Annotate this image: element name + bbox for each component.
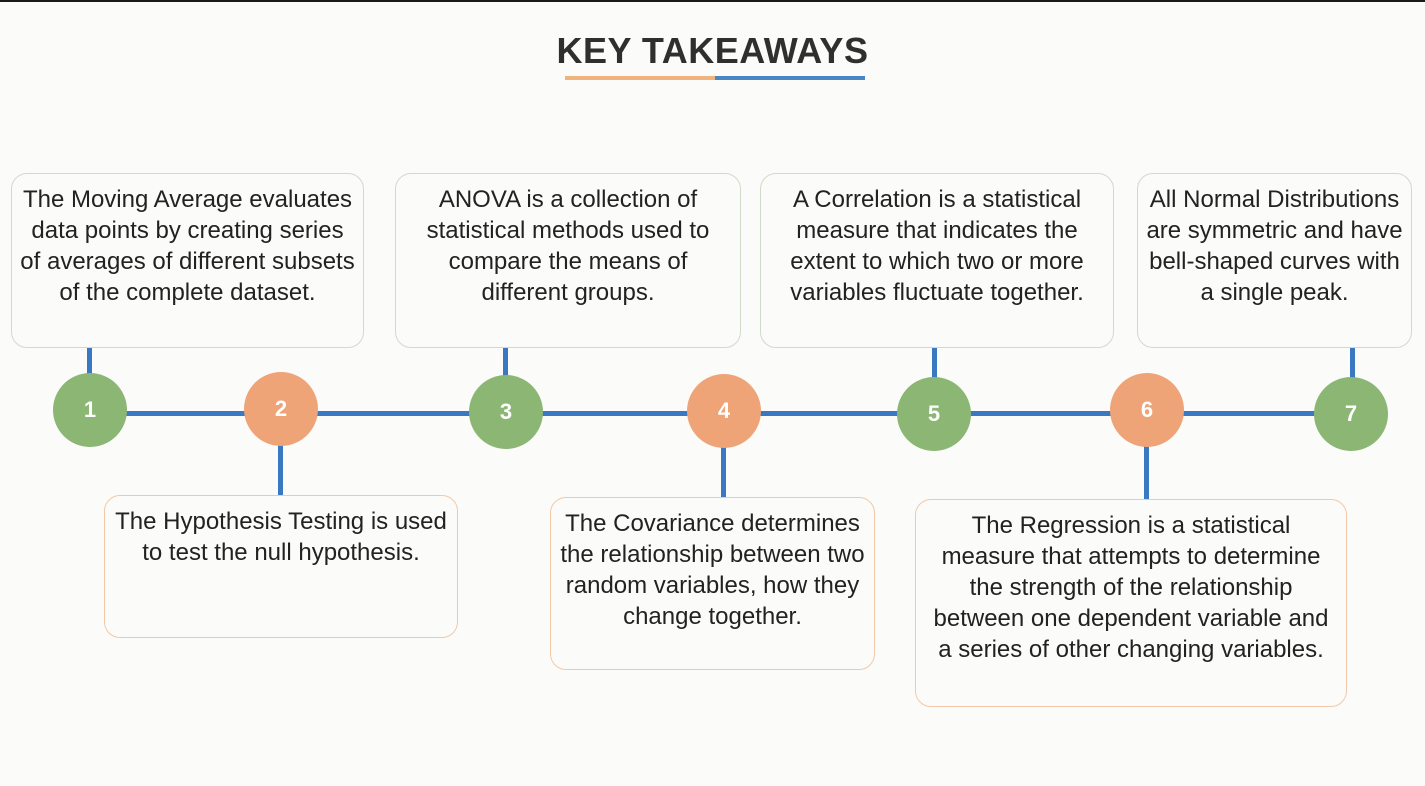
connector-6 [1144, 440, 1149, 499]
step-3-text: ANOVA is a collection of statistical met… [426, 186, 710, 306]
step-5-box: A Correlation is a statistical measure t… [760, 173, 1114, 348]
step-7-text: All Normal Distributions are symmetric a… [1146, 186, 1403, 306]
step-6-number: 6 [1140, 397, 1154, 422]
connector-1 [87, 347, 92, 387]
step-5-number: 5 [927, 401, 941, 426]
step-6-box: The Regression is a statistical measure … [915, 499, 1347, 707]
step-7-number: 7 [1344, 401, 1358, 426]
step-6-circle: 6 [1110, 373, 1184, 447]
step-7-box: All Normal Distributions are symmetric a… [1137, 173, 1412, 348]
connector-5 [932, 347, 937, 387]
step-7-circle: 7 [1314, 377, 1388, 451]
step-5-text: A Correlation is a statistical measure t… [790, 186, 1084, 306]
step-5-circle: 5 [897, 377, 971, 451]
step-4-box: The Covariance determines the relationsh… [550, 497, 875, 670]
step-2-circle: 2 [244, 372, 318, 446]
step-3-box: ANOVA is a collection of statistical met… [395, 173, 741, 348]
step-4-number: 4 [717, 398, 731, 423]
connector-3 [503, 347, 508, 387]
step-3-number: 3 [499, 399, 513, 424]
title-underline [565, 76, 865, 80]
step-2-text: The Hypothesis Testing is used to test t… [115, 508, 447, 566]
step-3-circle: 3 [469, 375, 543, 449]
underline-orange-segment [565, 76, 715, 80]
step-2-box: The Hypothesis Testing is used to test t… [104, 495, 458, 638]
underline-blue-segment [715, 76, 865, 80]
step-4-circle: 4 [687, 374, 761, 448]
step-2-number: 2 [274, 396, 288, 421]
connector-7 [1350, 347, 1355, 387]
step-6-text: The Regression is a statistical measure … [933, 512, 1329, 663]
step-1-box: The Moving Average evaluates data points… [11, 173, 364, 348]
top-border [0, 0, 1425, 2]
step-1-circle: 1 [53, 373, 127, 447]
step-1-number: 1 [83, 397, 97, 422]
connector-4 [721, 440, 726, 497]
step-4-text: The Covariance determines the relationsh… [560, 510, 865, 630]
step-1-text: The Moving Average evaluates data points… [20, 186, 355, 306]
connector-2 [278, 440, 283, 496]
page-title: KEY TAKEAWAYS [556, 30, 869, 71]
